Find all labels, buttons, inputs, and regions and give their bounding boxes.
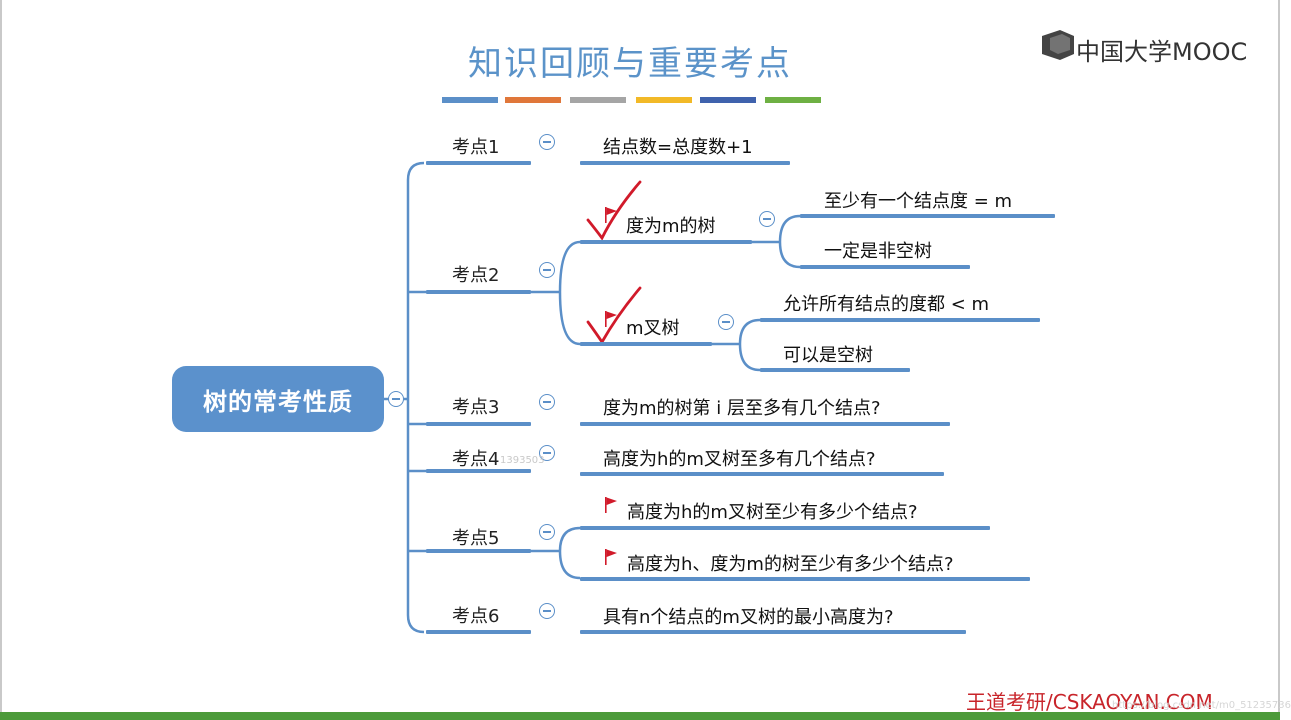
leaf-text[interactable]: 可以是空树 xyxy=(783,345,873,366)
branch-underline xyxy=(426,422,531,426)
leaf-underline xyxy=(580,526,990,530)
leaf-underline xyxy=(800,265,970,269)
red-flag-icon xyxy=(605,549,617,565)
check-mark-icon xyxy=(586,286,642,345)
root-node[interactable]: 树的常考性质 xyxy=(172,366,384,432)
leaf-underline xyxy=(580,472,944,476)
sub-branch-underline xyxy=(580,342,712,346)
leaf-text[interactable]: 允许所有结点的度都 < m xyxy=(783,294,990,315)
color-bar-segment xyxy=(700,97,756,103)
branch-label-kaodian6[interactable]: 考点6 xyxy=(452,606,500,627)
leaf-text[interactable]: 结点数=总度数+1 xyxy=(603,137,753,158)
color-bar-segment xyxy=(765,97,821,103)
sub-branch-underline xyxy=(580,240,752,244)
slide-title: 知识回顾与重要考点 xyxy=(468,44,792,84)
collapse-kaodian6-icon[interactable] xyxy=(539,603,555,619)
branch-underline xyxy=(426,290,531,294)
color-bar-segment xyxy=(570,97,626,103)
leaf-text[interactable]: 至少有一个结点度 = m xyxy=(824,191,1013,212)
red-flag-icon xyxy=(605,311,617,327)
leaf-text[interactable]: 高度为h的m叉树至少有多少个结点? xyxy=(627,502,918,523)
branch-label-kaodian5[interactable]: 考点5 xyxy=(452,528,500,549)
leaf-text[interactable]: 高度为h的m叉树至多有几个结点? xyxy=(603,449,876,470)
check-mark-icon xyxy=(586,180,642,241)
leaf-text[interactable]: 一定是非空树 xyxy=(824,241,932,262)
check-marks xyxy=(586,180,642,345)
branch-label-kaodian4[interactable]: 考点4 xyxy=(452,449,500,470)
leaf-text[interactable]: 度为m的树第 i 层至多有几个结点? xyxy=(603,398,881,419)
sub-branch-label[interactable]: m叉树 xyxy=(626,318,680,339)
leaf-underline xyxy=(580,630,966,634)
leaf-underline xyxy=(800,214,1055,218)
leaf-underline xyxy=(760,318,1040,322)
collapse-sub2-icon[interactable] xyxy=(718,314,734,330)
collapse-kaodian1-icon[interactable] xyxy=(539,134,555,150)
branch-label-kaodian2[interactable]: 考点2 xyxy=(452,265,500,286)
branch-underline xyxy=(426,630,531,634)
collapse-kaodian5-icon[interactable] xyxy=(539,524,555,540)
branch-label-kaodian1[interactable]: 考点1 xyxy=(452,137,500,158)
watermark-url: https://blog.csdn.net/m0_51235736 xyxy=(1112,700,1291,711)
watermark-text: 1393503 xyxy=(500,455,545,466)
slide-left-edge xyxy=(0,0,2,720)
leaf-underline xyxy=(580,422,950,426)
collapse-sub1-icon[interactable] xyxy=(759,211,775,227)
branch-underline xyxy=(426,469,531,473)
red-flag-icon xyxy=(605,497,617,513)
color-bar-segment xyxy=(636,97,692,103)
color-bar-segment xyxy=(505,97,561,103)
color-bar-segment xyxy=(442,97,498,103)
bottom-bar xyxy=(0,712,1280,720)
mooc-logo-text: 中国大学MOOC xyxy=(1076,38,1248,66)
footer-brand: 王道考研/CSKAOYAN.COM xyxy=(966,690,1213,714)
red-flag-icon xyxy=(605,207,617,223)
collapse-kaodian3-icon[interactable] xyxy=(539,394,555,410)
leaf-text[interactable]: 高度为h、度为m的树至少有多少个结点? xyxy=(627,554,954,575)
leaf-text[interactable]: 具有n个结点的m叉树的最小高度为? xyxy=(603,607,894,628)
branch-label-kaodian3[interactable]: 考点3 xyxy=(452,397,500,418)
mooc-logo-icon xyxy=(1042,30,1074,60)
collapse-kaodian2-icon[interactable] xyxy=(539,262,555,278)
slide-right-edge xyxy=(1278,0,1280,720)
leaf-underline xyxy=(580,161,790,165)
leaf-underline xyxy=(580,577,1030,581)
collapse-kaodian4-icon[interactable] xyxy=(539,445,555,461)
sub-branch-label[interactable]: 度为m的树 xyxy=(626,216,716,237)
collapse-root-icon[interactable] xyxy=(388,391,404,407)
leaf-underline xyxy=(760,368,910,372)
branch-underline xyxy=(426,161,531,165)
branch-underline xyxy=(426,549,531,553)
